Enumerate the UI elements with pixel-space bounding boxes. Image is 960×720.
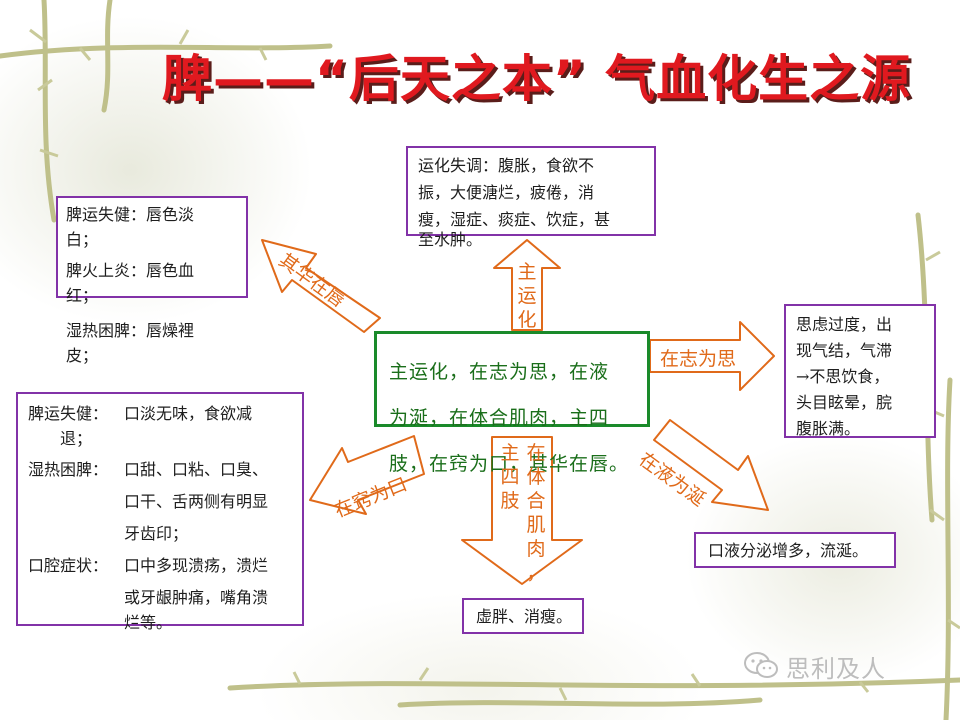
page-title: 脾——“后天之本” 气血化生之源: [162, 50, 912, 108]
arrow-up: [493, 239, 561, 331]
box-lip-frame: [56, 196, 248, 298]
mouth-row: 牙齿印；: [124, 524, 189, 543]
box-yunhua-disorder: 运化失调：腹胀，食欲不 振，大便溏烂，疲倦，消 瘦，湿症、痰症、饮症，甚 至水肿…: [406, 146, 656, 249]
box-mouth: 脾运失健：口淡无味，食欲减 退； 湿热困脾：口甜、口粘、口臭、 口干、舌两侧有明…: [16, 392, 304, 632]
arrow-label-bottom-right: 在体合肌肉，: [526, 442, 546, 584]
mouth-row: 烂等。: [124, 613, 173, 632]
arrow-label-right: 在志为思: [660, 348, 737, 370]
arrow-label-bottom-left: 主四肢: [500, 442, 520, 512]
center-summary-box: 主运化，在志为思，在液 为涎，在体合肌肉，主四 肢，在窍为口，其华在唇。: [374, 331, 650, 475]
mouth-row: 湿热困脾：口甜、口粘、口臭、: [28, 460, 269, 479]
box-saliva: 口液分泌增多，流涎。: [694, 532, 896, 568]
mouth-row: 口腔症状：口中多现溃疡，溃烂: [28, 556, 269, 575]
arrow-diag-right: [653, 419, 769, 511]
box-overthinking: 思虑过度，出 现气结，气滞 →不思饮食， 头目眩晕，脘 腹胀满。: [784, 304, 936, 438]
mouth-row: 退；: [60, 429, 93, 448]
mouth-row: 脾运失健：口淡无味，食欲减: [28, 404, 253, 423]
arrow-left: [309, 435, 425, 515]
mouth-row: 或牙龈肿痛，嘴角溃: [124, 588, 269, 607]
arrow-label-top: 主运化: [517, 261, 537, 331]
mouth-row: 口干、舌两侧有明显: [124, 492, 269, 511]
box-muscle: 虚胖、消瘦。: [462, 598, 584, 634]
wechat-icon: [744, 652, 778, 678]
arrow-right: [649, 321, 775, 391]
arrow-upper-left: [261, 239, 381, 333]
box-lip-text: 脾运失健：唇色淡 白； 脾火上炎：唇色血 红； 湿热困脾：唇燥裡 皮；: [66, 205, 195, 365]
watermark-text: 思利及人: [786, 655, 886, 683]
arrow-down: [461, 436, 583, 585]
